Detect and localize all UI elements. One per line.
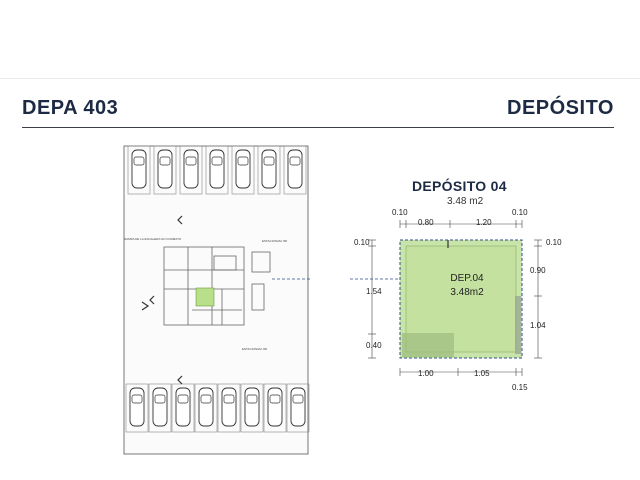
- car-icon: [261, 149, 277, 189]
- car-icon: [267, 387, 283, 427]
- dim-right-1: 0.10: [546, 238, 562, 247]
- parking-stall: [171, 383, 195, 433]
- storage-detail-drawing: [350, 220, 542, 376]
- car-windshield: [237, 156, 249, 166]
- dim-bottom-2: 1.05: [474, 369, 490, 378]
- parking-row-top: [127, 145, 307, 195]
- parking-stall: [286, 383, 310, 433]
- parking-stall: [179, 145, 203, 195]
- dim-left-2: 1.54: [366, 287, 382, 296]
- parking-stall: [153, 145, 177, 195]
- car-windshield: [269, 394, 281, 404]
- car-icon: [244, 387, 260, 427]
- dim-top-3: 1.20: [476, 218, 492, 227]
- header-rule: [22, 127, 614, 128]
- dimension-lines-bottom: [399, 368, 523, 376]
- dim-top-1: 0.10: [392, 208, 408, 217]
- ramp-arrows: [141, 215, 183, 385]
- dimension-lines-left: [368, 239, 376, 359]
- detail-area: 3.48 m2: [447, 196, 484, 207]
- car-icon: [152, 387, 168, 427]
- dimension-lines-top: [399, 220, 523, 228]
- parking-stall: [205, 145, 229, 195]
- top-divider: [0, 78, 640, 79]
- room-area: 3.48m2: [450, 287, 484, 298]
- car-windshield: [159, 156, 171, 166]
- car-windshield: [246, 394, 258, 404]
- dim-top-4: 0.10: [512, 208, 528, 217]
- dim-right-2: 0.90: [530, 266, 546, 275]
- dim-left-1: 0.10: [354, 238, 370, 247]
- floor-plan: RAMPA DE LA ESCALERA NO FORMATO ESTACION…: [123, 145, 312, 455]
- car-windshield: [177, 394, 189, 404]
- car-icon: [287, 149, 303, 189]
- storage-wall-panel: [515, 296, 521, 354]
- car-icon: [131, 149, 147, 189]
- car-windshield: [289, 156, 301, 166]
- car-icon: [235, 149, 251, 189]
- dim-right-3: 1.04: [530, 321, 546, 330]
- parking-stall: [240, 383, 264, 433]
- parking-stall: [231, 145, 255, 195]
- car-icon: [290, 387, 306, 427]
- car-icon: [221, 387, 237, 427]
- parking-stall: [217, 383, 241, 433]
- dim-bottom-3: 0.15: [512, 383, 528, 392]
- dim-top-2: 0.80: [418, 218, 434, 227]
- page-title: DEPA 403: [22, 97, 119, 119]
- car-icon: [129, 387, 145, 427]
- dim-bottom-1: 1.00: [418, 369, 434, 378]
- parking-stall: [127, 145, 151, 195]
- parking-row-bottom: [125, 383, 310, 433]
- section-title: DEPÓSITO: [507, 97, 614, 119]
- car-windshield: [211, 156, 223, 166]
- parking-stall: [194, 383, 218, 433]
- car-windshield: [292, 394, 304, 404]
- car-windshield: [133, 156, 145, 166]
- parking-stall: [263, 383, 287, 433]
- parking-stall: [283, 145, 307, 195]
- car-icon: [183, 149, 199, 189]
- dimension-lines-right: [534, 239, 542, 359]
- detail-title: DEPÓSITO 04: [412, 178, 507, 194]
- car-icon: [198, 387, 214, 427]
- highlighted-storage: [195, 287, 215, 307]
- parking-stall: [125, 383, 149, 433]
- parking-stall: [148, 383, 172, 433]
- car-windshield: [185, 156, 197, 166]
- label-estac-bottom: ESTACIONAM. 8D: [242, 347, 268, 351]
- dim-left-3: 0.40: [366, 341, 382, 350]
- car-windshield: [200, 394, 212, 404]
- car-icon: [175, 387, 191, 427]
- label-estac-top: ESTACIONAM. 8D: [262, 239, 288, 243]
- parking-stall: [257, 145, 281, 195]
- car-windshield: [223, 394, 235, 404]
- room-name: DEP.04: [450, 273, 484, 284]
- label-rampa: RAMPA DE LA ESCALERA NO FORMATO: [124, 237, 182, 241]
- storage-shelf: [402, 333, 454, 357]
- car-windshield: [131, 394, 143, 404]
- car-icon: [209, 149, 225, 189]
- car-icon: [157, 149, 173, 189]
- car-windshield: [154, 394, 166, 404]
- top-band: [0, 0, 640, 78]
- car-windshield: [263, 156, 275, 166]
